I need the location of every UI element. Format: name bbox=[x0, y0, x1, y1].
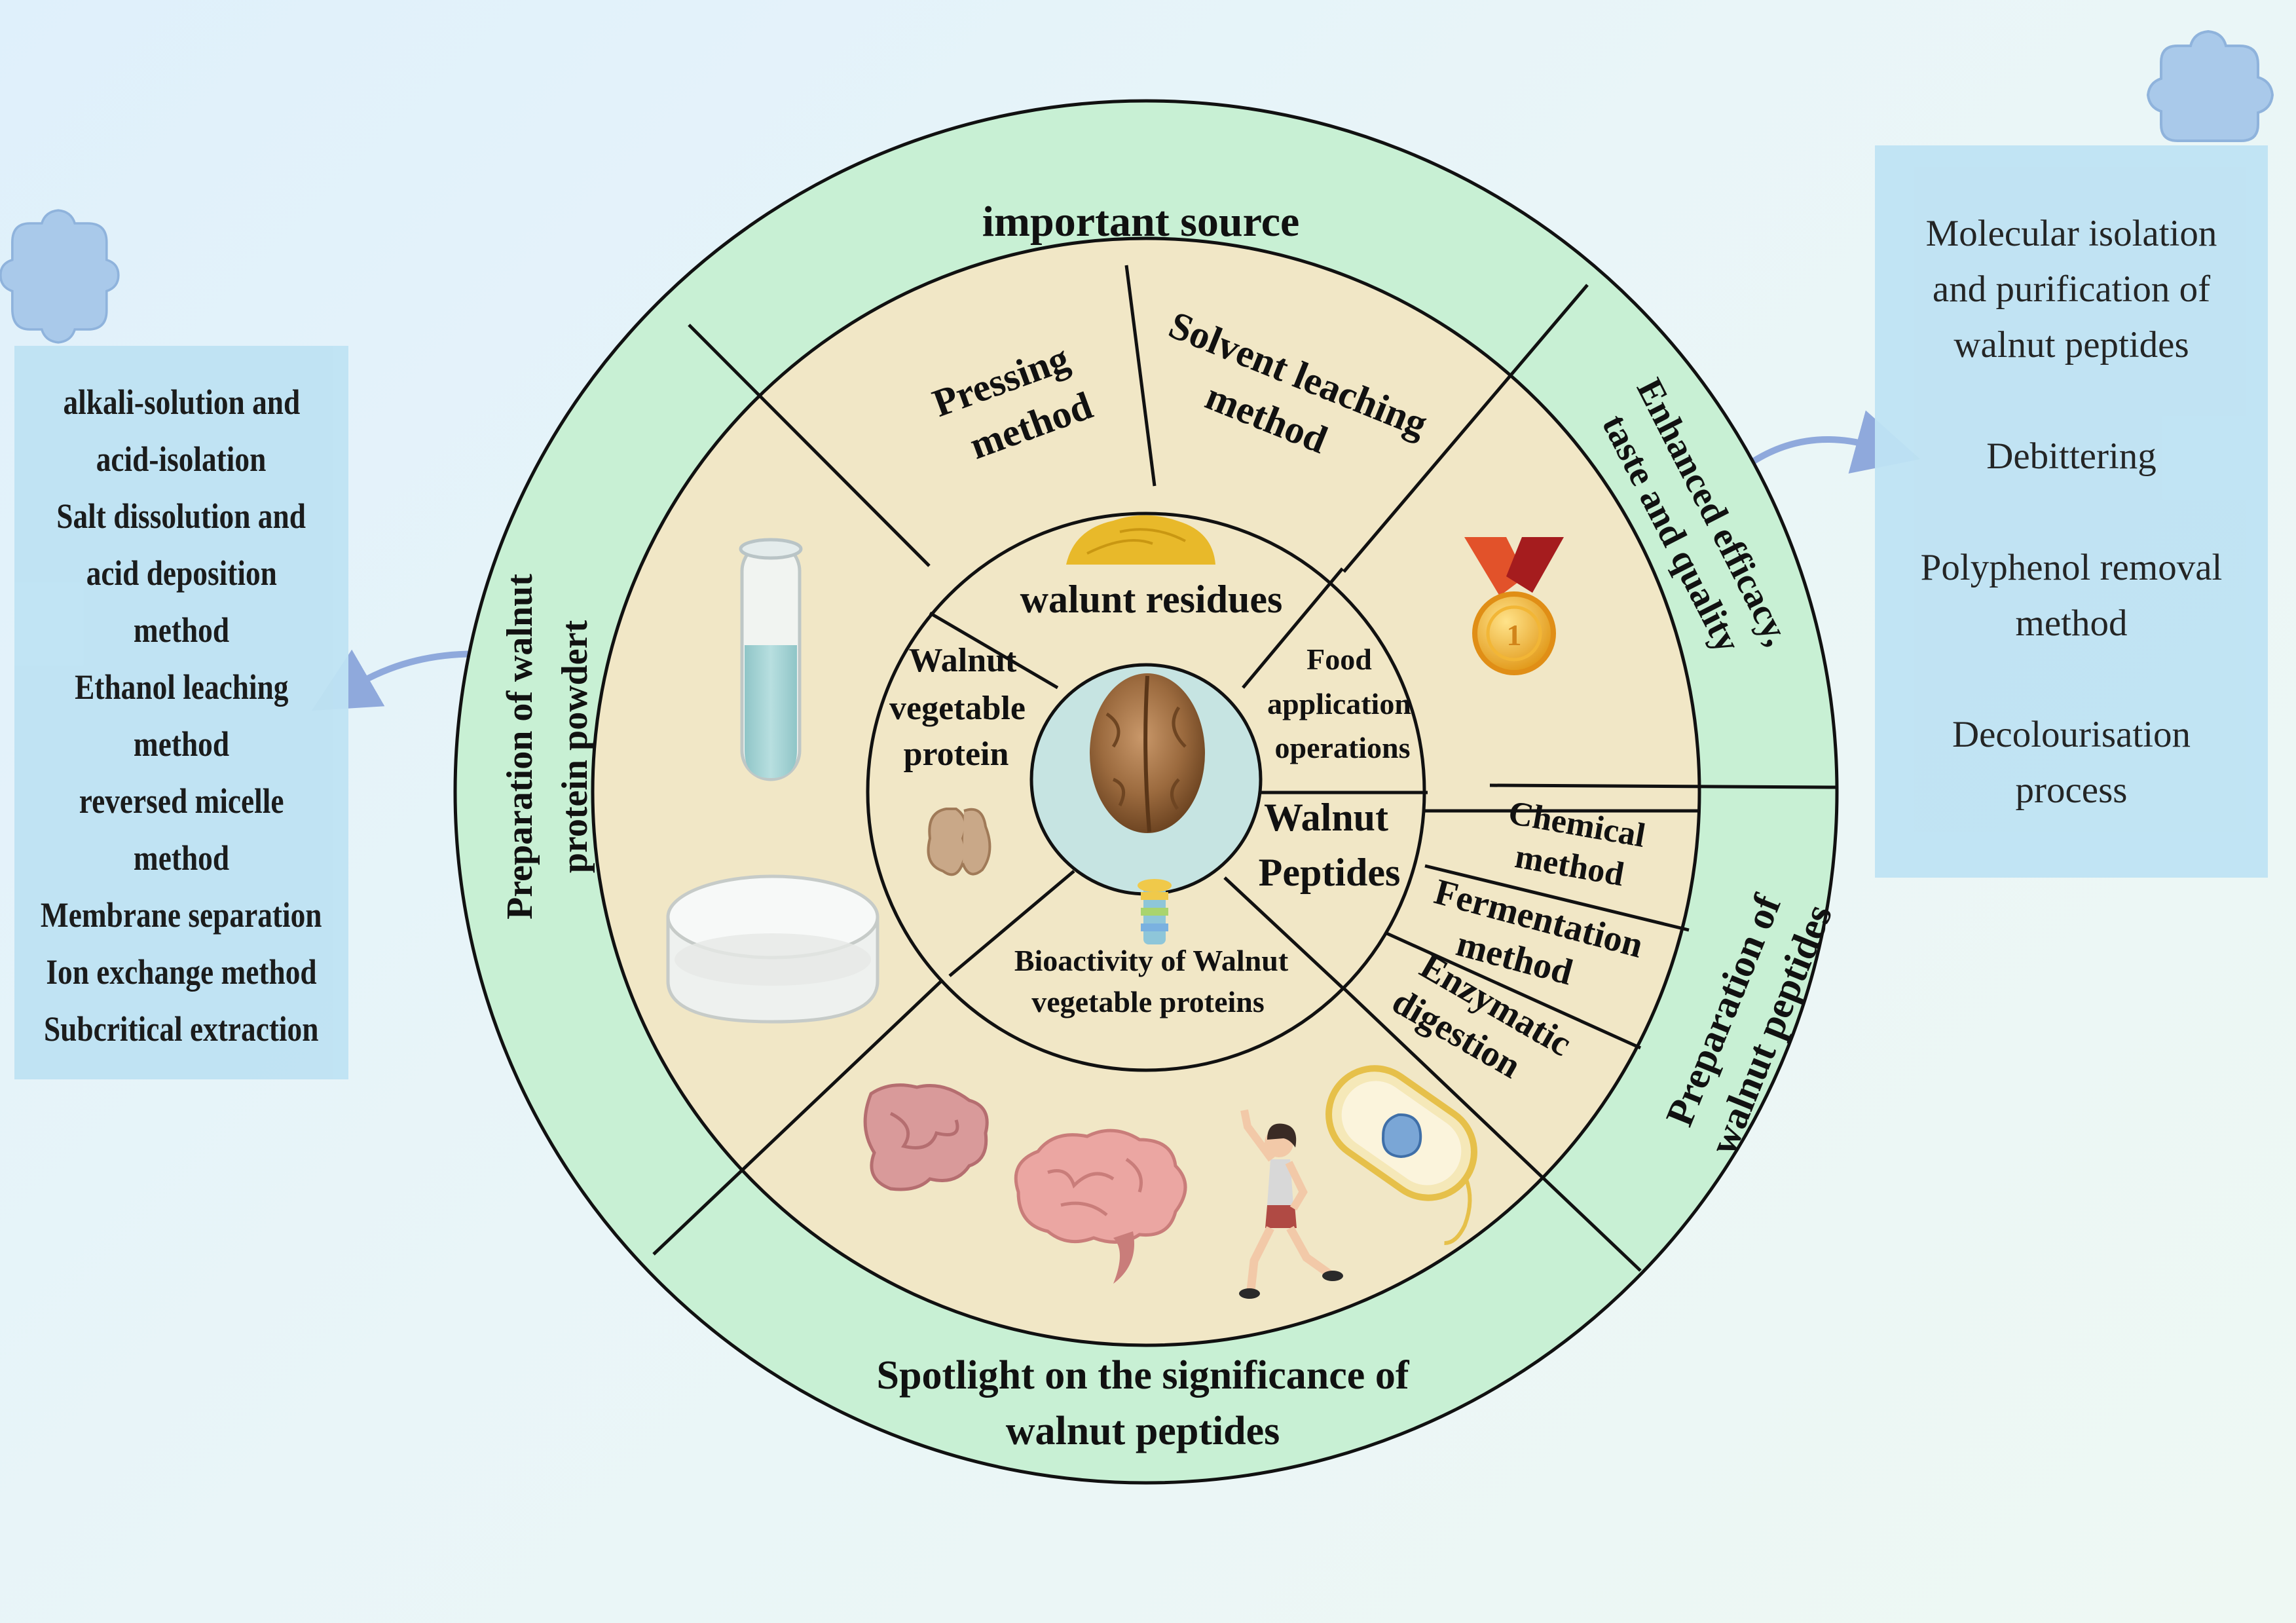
walnut-peptides-label-1: Walnut bbox=[1264, 796, 1388, 839]
method-item: Ion exchange method bbox=[46, 952, 317, 992]
quality-item: Debittering bbox=[1986, 435, 2157, 477]
svg-text:1: 1 bbox=[1507, 618, 1522, 652]
peptide-icon bbox=[1138, 879, 1172, 944]
method-item: alkali-solution and bbox=[63, 382, 300, 422]
bioactivity-label-1: Bioactivity of Walnut bbox=[1014, 944, 1289, 977]
quality-item: Polyphenol removal method bbox=[1920, 546, 2223, 644]
outer-label-left-2: protein powdert bbox=[555, 620, 595, 874]
intestine-icon bbox=[863, 1083, 989, 1191]
middle-dividers bbox=[1124, 265, 1700, 1050]
food-application-label-2: application bbox=[1267, 687, 1411, 720]
bioactivity-label-2: vegetable proteins bbox=[1031, 985, 1265, 1018]
quality-improvement-panel: Molecular isolation and purification of … bbox=[1875, 145, 2268, 878]
brain-icon bbox=[1014, 1129, 1187, 1284]
walnut-peptides-label-2: Peptides bbox=[1259, 851, 1401, 894]
method-item: Ethanol leaching bbox=[74, 667, 289, 707]
bacterium-icon bbox=[1325, 1065, 1477, 1245]
food-application-label-3: operations bbox=[1275, 731, 1411, 764]
walnut-residues-label: walunt residues bbox=[1020, 578, 1283, 621]
vegetable-protein-label-2: vegetable bbox=[889, 690, 1026, 727]
walnut-icon bbox=[1090, 673, 1205, 833]
food-application-label-1: Food bbox=[1306, 643, 1372, 676]
exercising-woman-icon bbox=[1239, 1109, 1343, 1299]
quality-item: Molecular isolation and purification of … bbox=[1925, 212, 2217, 365]
outer-dividers bbox=[652, 284, 1837, 1272]
medal-icon: 1 bbox=[1464, 537, 1564, 675]
outer-label-bottom-1: Spotlight on the significance of bbox=[877, 1353, 1410, 1398]
quality-item: Decolourisation process bbox=[1952, 713, 2191, 811]
puzzle-icon bbox=[2146, 29, 2274, 142]
method-item: Salt dissolution and bbox=[56, 496, 306, 536]
vegetable-protein-label-3: protein bbox=[904, 736, 1009, 773]
method-item: Subcritical extraction bbox=[44, 1009, 319, 1049]
walnut-powder-icon bbox=[1066, 515, 1215, 565]
walnut-kernel-icon bbox=[927, 808, 991, 876]
method-item: Membrane separation bbox=[41, 895, 322, 935]
preparation-methods-panel: alkali-solution and acid-isolation Salt … bbox=[14, 346, 348, 1079]
puzzle-icon bbox=[0, 209, 120, 344]
outer-label-bottom-2: walnut peptides bbox=[1006, 1409, 1280, 1453]
test-tube-icon bbox=[739, 538, 803, 781]
outer-label-important-source: important source bbox=[982, 198, 1300, 246]
vegetable-protein-label-1: Walnut bbox=[909, 642, 1017, 679]
inner-dividers bbox=[929, 567, 1428, 990]
petri-dish-icon bbox=[666, 874, 880, 1024]
method-item: method bbox=[133, 838, 230, 878]
method-item: acid deposition bbox=[86, 553, 277, 593]
method-item: acid-isolation bbox=[96, 439, 267, 479]
arrow-icon bbox=[1736, 410, 1921, 474]
method-item: reversed micelle bbox=[79, 781, 284, 821]
outer-label-left-1: Preparation of walnut bbox=[500, 574, 540, 920]
method-item: method bbox=[133, 610, 230, 650]
method-item: method bbox=[133, 724, 230, 764]
